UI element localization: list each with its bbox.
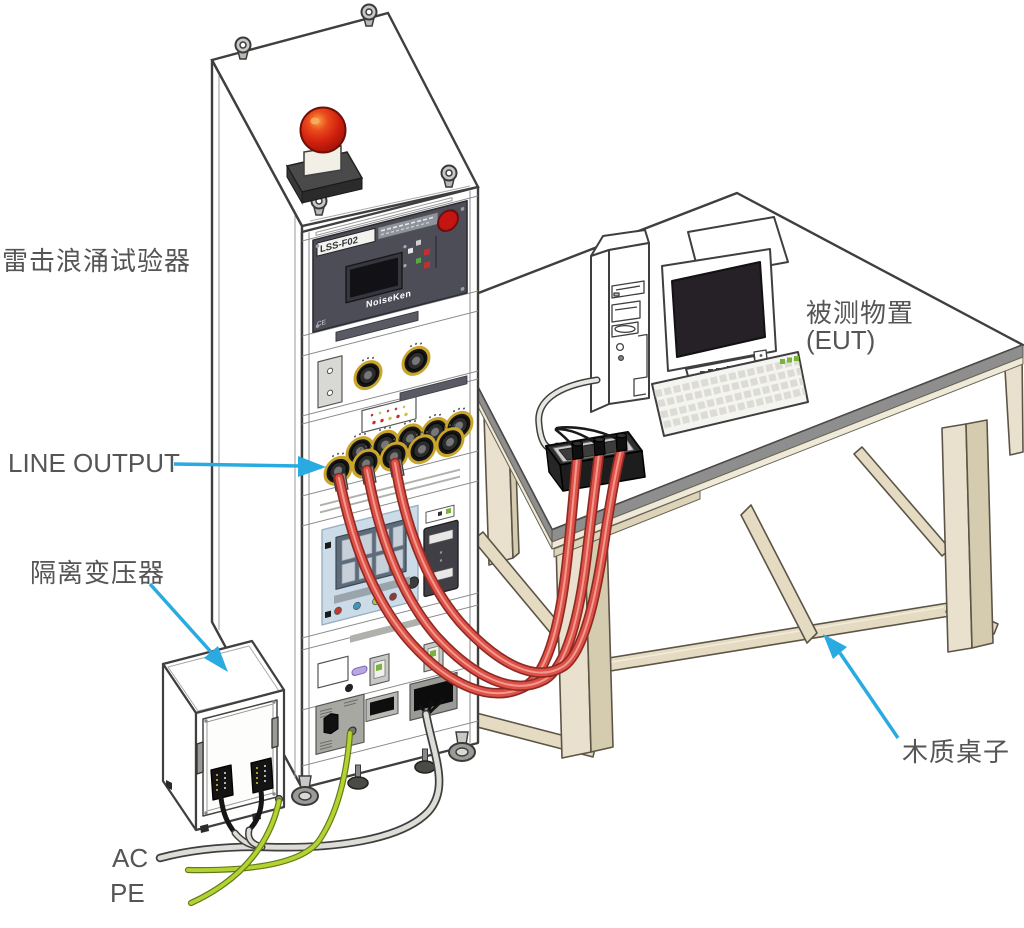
- drive-bay: [611, 300, 641, 323]
- mains-inlet: [323, 713, 339, 735]
- table-brace-right: [853, 446, 951, 557]
- keyboard-leds: [780, 356, 799, 364]
- transformer-output-connector: [250, 757, 274, 794]
- ac-power-cable: [155, 709, 444, 863]
- model-label-chip: [316, 227, 376, 257]
- label-eut-name: 被测物置: [806, 298, 915, 328]
- eut-computer: [590, 216, 809, 437]
- leveling-foot: [414, 748, 436, 774]
- purple-button: [351, 665, 368, 676]
- label-eut-abbr: (EUT): [806, 325, 876, 355]
- computer-tower: [590, 229, 650, 413]
- label-isolation-transformer: 隔离变压器: [30, 558, 166, 588]
- isolation-transformer: [161, 639, 286, 836]
- breaker-switch: [369, 653, 390, 687]
- callout-arrows: [148, 456, 900, 739]
- cable-plugs: [571, 432, 628, 461]
- pe-ground-wire-2: [187, 797, 283, 907]
- panel-handle-bar: [335, 310, 419, 342]
- caster-wheel-icon: [291, 775, 319, 806]
- label-ac: AC: [112, 843, 149, 873]
- label-pe: PE: [110, 878, 145, 908]
- caster-wheel-icon: [448, 731, 476, 762]
- rack-cert-text: CE: [317, 319, 327, 328]
- label-surge-tester: 雷击浪涌试验器: [2, 246, 192, 276]
- eyebolt-icon: [360, 3, 378, 27]
- monitor-screen: [671, 261, 766, 358]
- beacon-light: [285, 106, 364, 205]
- arrow-isolation-transformer: [148, 582, 228, 672]
- table-stretcher-front: [589, 602, 951, 675]
- label-wooden-table: 木质桌子: [902, 737, 1011, 767]
- eyebolt-icon: [234, 36, 252, 60]
- caster-wheels: [291, 731, 476, 806]
- label-line-output: LINE OUTPUT: [8, 448, 180, 478]
- title-strip: [377, 211, 439, 240]
- power-button: [615, 342, 625, 352]
- transformer-handle: [196, 741, 204, 775]
- eyebolt-icon: [440, 164, 458, 188]
- arrow-wooden-table: [823, 634, 900, 739]
- line-output-module: [323, 396, 474, 489]
- emergency-stop-button: [437, 209, 459, 233]
- keyboard: [651, 351, 809, 437]
- transformer-output-connector: [210, 764, 234, 801]
- arrow-line-output: [173, 456, 326, 477]
- surge-output-cables: [332, 432, 628, 699]
- red-surge-cable-3: [389, 444, 627, 678]
- indicator-panel: [361, 396, 417, 434]
- leveling-foot: [347, 764, 369, 790]
- power-cables: [155, 698, 445, 907]
- floppy-drive: [611, 280, 645, 299]
- beacon-dome-icon: [299, 106, 347, 154]
- output-slot: [414, 679, 453, 712]
- coupling-module: [317, 337, 468, 409]
- table-brace-middle: [740, 504, 818, 644]
- transformer-handle: [271, 716, 279, 749]
- control-buttons: [403, 239, 430, 269]
- surge-control-module: LSS-F02 NoiseKen CE: [312, 199, 468, 334]
- red-surge-cable-2: [361, 448, 605, 692]
- pe-ground-wire-1: [184, 729, 354, 874]
